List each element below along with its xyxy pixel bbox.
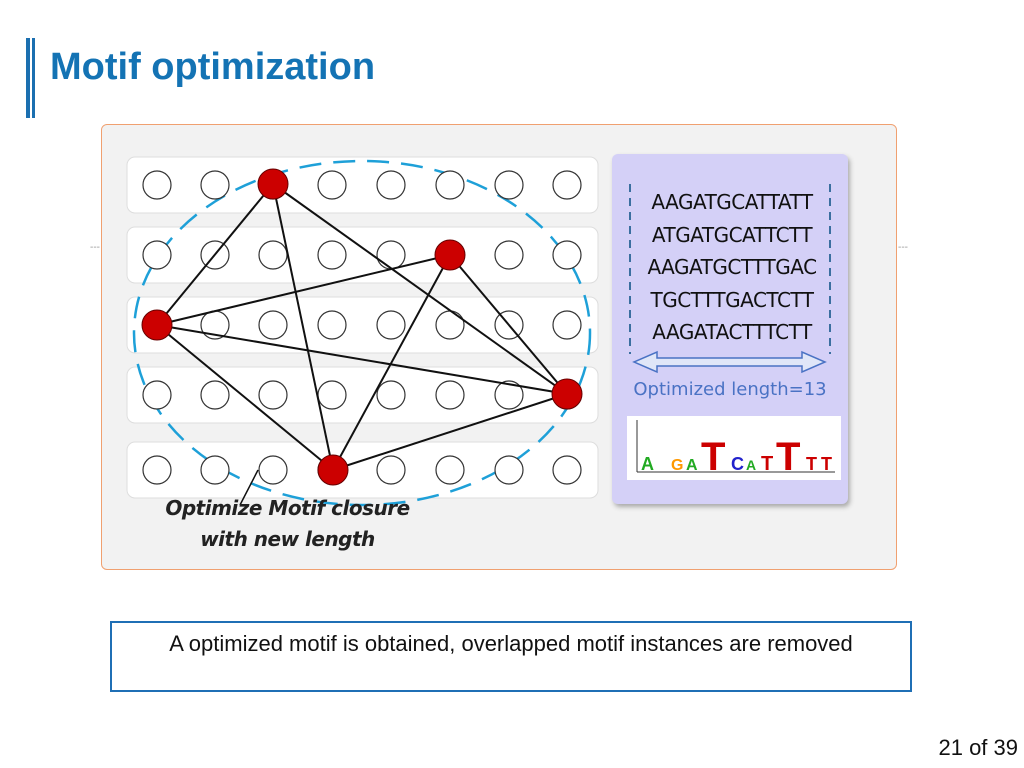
position-node: [317, 170, 347, 200]
position-node: [142, 240, 172, 270]
alignment-brackets: [629, 184, 831, 374]
position-node: [142, 380, 172, 410]
motif-node: [434, 239, 466, 271]
position-node: [552, 455, 582, 485]
double-arrow-icon: [632, 350, 827, 374]
position-node: [258, 380, 288, 410]
sequence: AAGATACTTTCTT: [652, 320, 812, 344]
logo-letter: A: [686, 457, 698, 474]
position-node: [552, 170, 582, 200]
caption-line: Optimize Motif closure: [165, 496, 410, 520]
position-node: [376, 455, 406, 485]
title-accent-bar: [32, 38, 35, 118]
motif-node: [141, 309, 173, 341]
graph-edge: [272, 183, 334, 471]
sequence-list: AAGATGCATTATT ATGATGCATTCTT AAGATGCTTTGA…: [632, 186, 832, 349]
position-node: [200, 455, 230, 485]
sequence-row: [126, 366, 599, 424]
logo-letter: C: [731, 454, 744, 474]
logo-letter: A: [641, 454, 654, 474]
graph-edge: [332, 254, 451, 471]
position-node: [494, 455, 524, 485]
sequence: TGCTTTGACTCTT: [650, 287, 814, 312]
position-node: [435, 310, 465, 340]
position-node: [258, 240, 288, 270]
figure-caption: Optimize Motif closure with new length: [160, 493, 415, 555]
position-node: [494, 380, 524, 410]
divider: ---: [898, 242, 908, 253]
motif-node: [551, 378, 583, 410]
position-node: [376, 380, 406, 410]
motif-closure-ellipse: [132, 159, 592, 507]
position-node: [258, 455, 288, 485]
position-node: [494, 170, 524, 200]
position-node: [142, 170, 172, 200]
summary-box: A optimized motif is obtained, overlappe…: [110, 621, 912, 692]
position-node: [376, 310, 406, 340]
motif-node: [317, 454, 349, 486]
position-node: [317, 380, 347, 410]
divider: ---: [90, 242, 100, 253]
logo-letter: G: [671, 457, 683, 474]
position-node: [376, 240, 406, 270]
caption-line: with new length: [200, 527, 375, 551]
sequence-panel: AAGATGCATTATT ATGATGCATTCTT AAGATGCTTTGA…: [612, 154, 848, 504]
sequence-row: [126, 441, 599, 499]
sequence-row: [126, 296, 599, 354]
logo-letter: T: [761, 453, 773, 475]
page-number: 21 of 39: [938, 735, 1018, 760]
sequence-row: [126, 226, 599, 284]
graph-edge: [156, 254, 451, 326]
position-node: [317, 240, 347, 270]
sequence: AAGATGCATTATT: [651, 190, 813, 214]
graph-edge: [156, 324, 334, 471]
logo-letter: T: [701, 435, 725, 479]
position-node: [142, 455, 172, 485]
sequence: AAGATGCTTTGAC: [647, 255, 817, 279]
graph-edge: [156, 183, 274, 326]
caption-pointer: [239, 469, 259, 506]
position-node: [258, 310, 288, 340]
graph-edge: [449, 254, 568, 395]
optimized-length-label: Optimized length=13: [633, 379, 827, 400]
position-node: [317, 310, 347, 340]
graph-edge: [156, 324, 568, 395]
position-node: [552, 240, 582, 270]
page-title: Motif optimization: [50, 46, 376, 88]
logo-letter: T: [806, 454, 817, 474]
sequence-row: [126, 156, 599, 214]
sequence: ATGATGCATTCTT: [651, 222, 813, 247]
logo-letter: T: [821, 454, 832, 474]
title-accent-bar: [26, 38, 30, 118]
position-node: [435, 170, 465, 200]
logo-letter: A: [746, 457, 756, 473]
graph-edge: [332, 393, 568, 471]
logo-letter: T: [776, 435, 800, 479]
position-node: [376, 170, 406, 200]
position-node: [435, 380, 465, 410]
position-node: [435, 455, 465, 485]
graph-edge: [272, 183, 568, 395]
motif-node: [257, 168, 289, 200]
position-node: [494, 240, 524, 270]
position-node: [200, 170, 230, 200]
position-node: [552, 310, 582, 340]
position-node: [200, 380, 230, 410]
